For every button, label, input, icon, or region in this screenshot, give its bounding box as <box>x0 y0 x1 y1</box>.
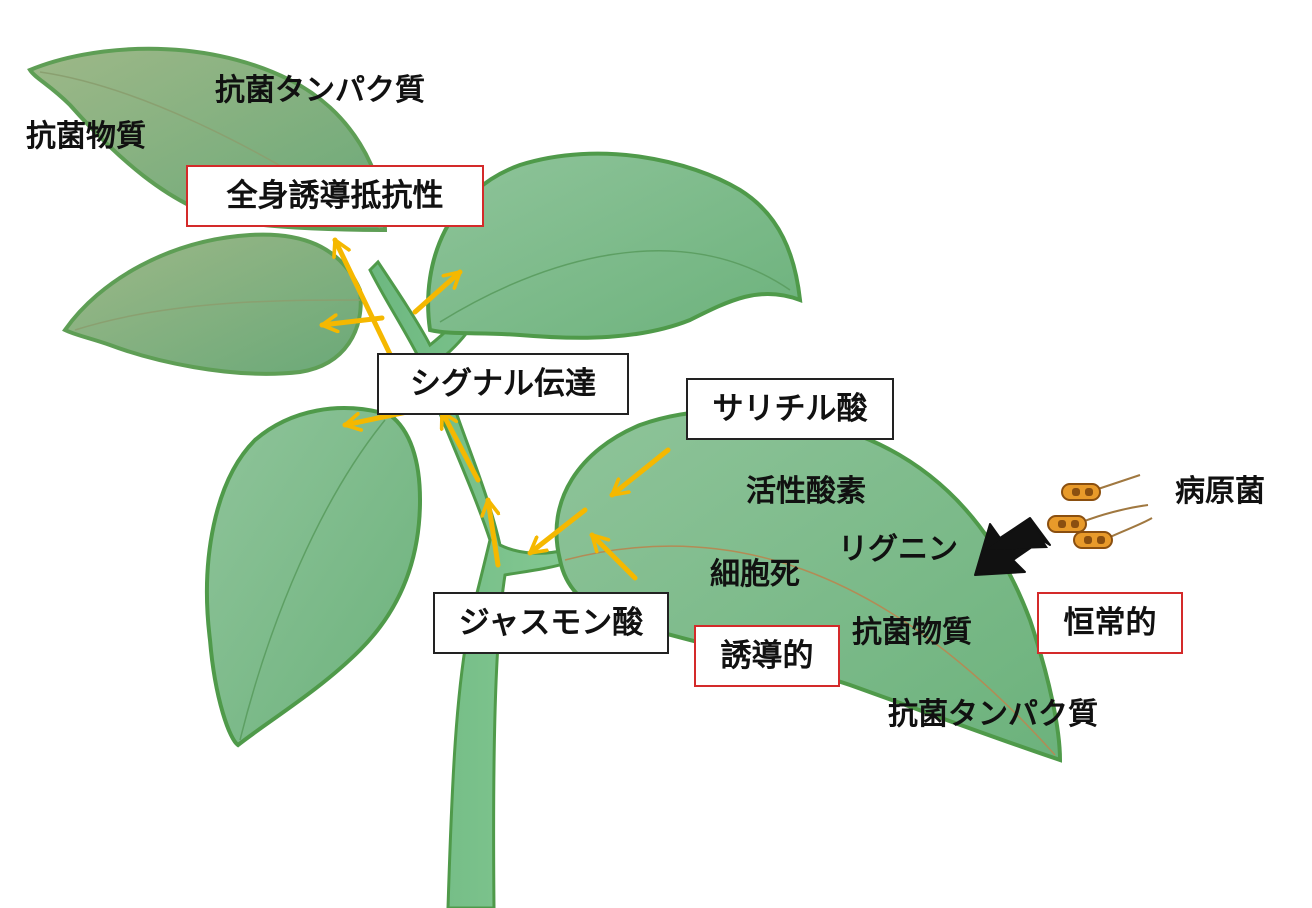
label-top-antibacterial-substance: 抗菌物質 <box>26 119 146 154</box>
label-signal-transduction: シグナル伝達 <box>377 353 629 415</box>
label-induced: 誘導的 <box>694 625 840 687</box>
label-systemic-acquired-resistance: 全身誘導抵抗性 <box>186 165 484 227</box>
pathogen-bacteria-icon <box>1047 474 1153 549</box>
label-pathogen: 病原菌 <box>1175 474 1265 509</box>
label-jasmonic-acid: ジャスモン酸 <box>433 592 669 654</box>
leaf-lower-left <box>205 406 423 748</box>
label-antibacterial-protein: 抗菌タンパク質 <box>888 697 1098 732</box>
label-salicylic-acid: サリチル酸 <box>686 378 894 440</box>
label-top-antibacterial-protein: 抗菌タンパク質 <box>215 73 425 108</box>
label-reactive-oxygen: 活性酸素 <box>746 474 866 509</box>
leaf-top-right <box>426 151 803 340</box>
label-cell-death: 細胞死 <box>710 557 800 592</box>
label-constitutive: 恒常的 <box>1037 592 1183 654</box>
label-lignin: リグニン <box>838 532 958 567</box>
label-antibacterial-substance: 抗菌物質 <box>852 615 972 650</box>
